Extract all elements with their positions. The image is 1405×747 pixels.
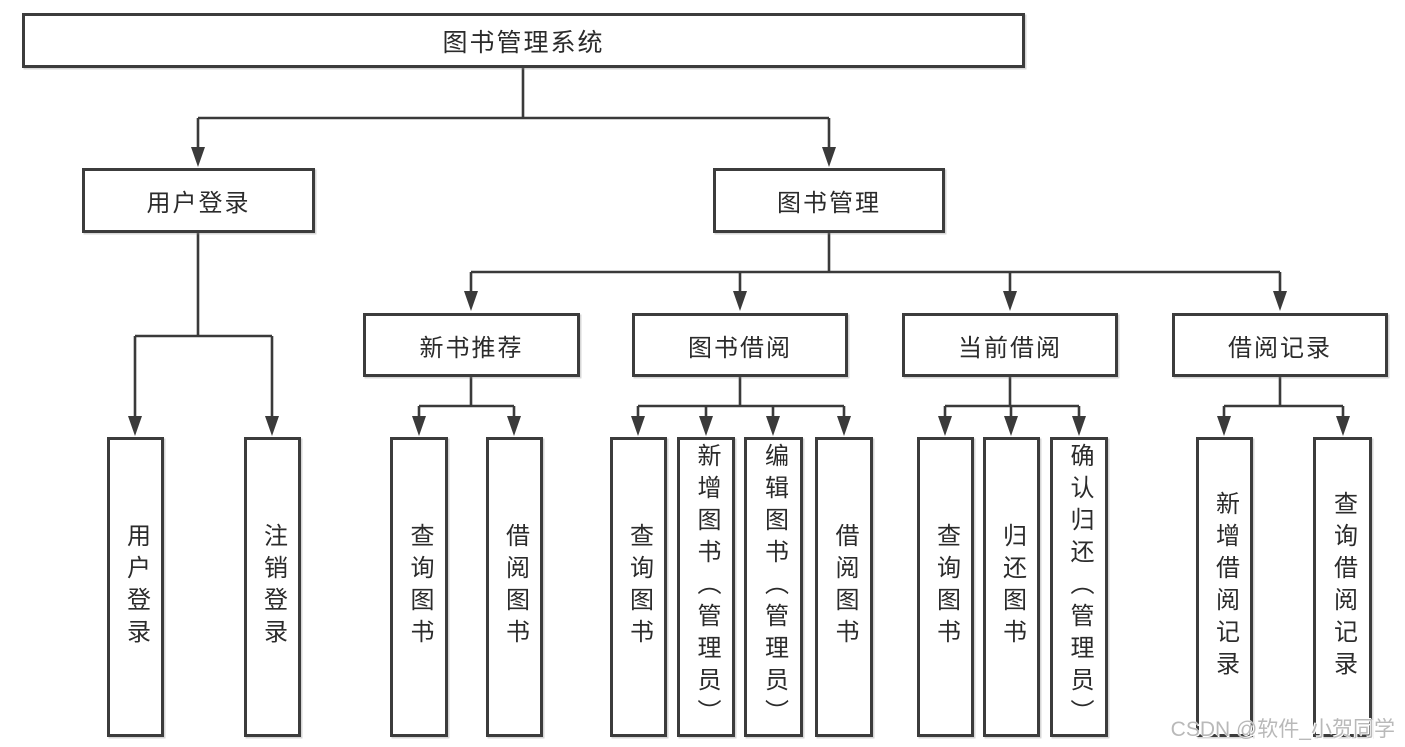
leaf-add-borrow-record-label: 新增借阅记录 (1211, 491, 1239, 683)
leaf-add-book-admin-label: 新增图书（管理员） (693, 443, 720, 731)
node-new-book-recommend-label: 新书推荐 (419, 334, 524, 362)
node-borrow-records: 借阅记录 (1172, 313, 1388, 377)
node-new-book-recommend: 新书推荐 (363, 313, 580, 377)
node-current-borrowing: 当前借阅 (902, 313, 1118, 377)
arrowheads (128, 147, 1350, 436)
node-book-borrowing-label: 图书借阅 (688, 334, 792, 362)
leaf-return-book-label: 归还图书 (998, 523, 1026, 651)
node-current-borrowing-label: 当前借阅 (958, 334, 1062, 362)
leaf-logout: 注销登录 (244, 437, 301, 737)
node-root-label: 图书管理系统 (442, 28, 605, 57)
leaf-query-borrow-record: 查询借阅记录 (1313, 437, 1372, 737)
leaf-borrow-books-borrowing: 借阅图书 (815, 437, 873, 737)
leaf-confirm-return-admin: 确认归还（管理员） (1050, 437, 1108, 737)
leaf-logout-label: 注销登录 (259, 523, 287, 651)
leaf-query-books-current: 查询图书 (917, 437, 974, 737)
leaf-add-book-admin: 新增图书（管理员） (677, 437, 735, 737)
leaf-query-books-borrowing: 查询图书 (610, 437, 667, 737)
leaf-query-books-recommend-label: 查询图书 (406, 523, 433, 651)
node-user-login-branch: 用户登录 (82, 168, 315, 233)
leaf-confirm-return-admin-label: 确认归还（管理员） (1066, 443, 1093, 731)
leaf-user-login: 用户登录 (107, 437, 164, 737)
node-root: 图书管理系统 (22, 13, 1025, 68)
leaf-query-borrow-record-label: 查询借阅记录 (1329, 491, 1357, 683)
leaf-borrow-books-recommend-label: 借阅图书 (501, 523, 529, 651)
leaf-query-books-current-label: 查询图书 (932, 523, 960, 651)
leaf-user-login-label: 用户登录 (122, 523, 150, 651)
leaf-query-books-recommend: 查询图书 (390, 437, 448, 737)
connector-paths (133, 68, 1345, 420)
watermark: CSDN @软件_小贺同学 (1170, 718, 1395, 741)
node-book-management-branch-label: 图书管理 (777, 190, 881, 217)
node-book-borrowing: 图书借阅 (632, 313, 848, 377)
node-book-management-branch: 图书管理 (713, 168, 945, 233)
leaf-borrow-books-borrowing-label: 借阅图书 (831, 523, 858, 651)
node-user-login-branch-label: 用户登录 (146, 190, 251, 217)
leaf-borrow-books-recommend: 借阅图书 (486, 437, 543, 737)
leaf-edit-book-admin: 编辑图书（管理员） (744, 437, 803, 737)
leaf-edit-book-admin-label: 编辑图书（管理员） (760, 443, 788, 731)
node-borrow-records-label: 借阅记录 (1228, 334, 1332, 362)
leaf-return-book: 归还图书 (983, 437, 1040, 737)
leaf-add-borrow-record: 新增借阅记录 (1196, 437, 1253, 737)
leaf-query-books-borrowing-label: 查询图书 (625, 523, 653, 651)
